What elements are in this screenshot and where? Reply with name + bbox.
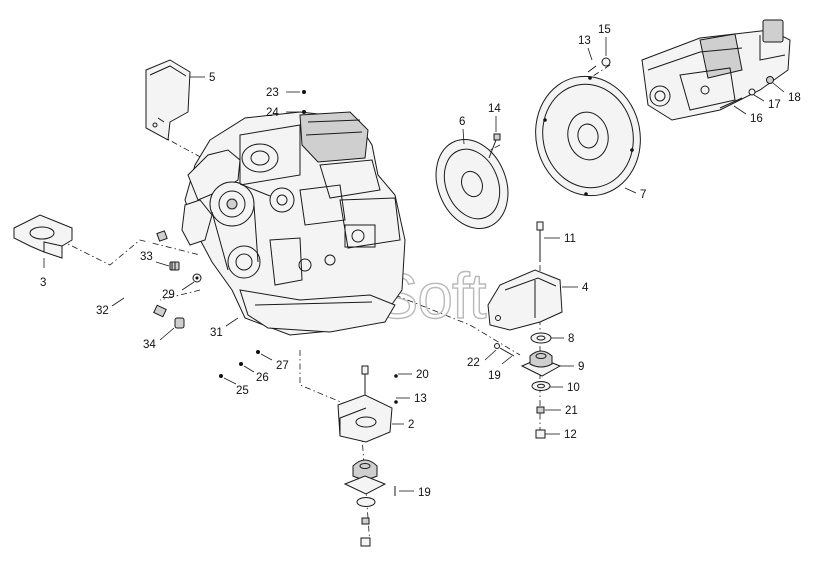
callout-label: 23 [266, 87, 279, 99]
part-bracket-bottom [337, 365, 393, 443]
callout-label: 34 [143, 339, 156, 351]
callout-label: 19 [418, 487, 431, 499]
part-bracket-right [487, 269, 563, 331]
callout-label: 27 [276, 360, 289, 372]
engine-assembly [181, 111, 406, 336]
callout-label: 33 [140, 251, 153, 263]
callout-label: 12 [564, 429, 577, 441]
callout-label: 16 [750, 113, 763, 125]
part-mount-9 [520, 350, 562, 377]
part-coupling-disc [435, 138, 509, 230]
part-bolts-pump [719, 76, 774, 109]
part-washer-8 [530, 332, 552, 344]
callout-label: 3 [40, 277, 46, 289]
callout-label: 18 [788, 92, 801, 104]
callout-label: 11 [564, 233, 576, 245]
callout-label: 13 [578, 35, 591, 47]
part-washer-10 [531, 381, 551, 391]
callout-label: 8 [568, 333, 574, 345]
part-bolt-13-top [587, 57, 611, 73]
part-nuts-right [535, 406, 546, 439]
callout-label: 4 [582, 282, 589, 294]
part-bolt-14 [488, 133, 501, 159]
callout-label: 25 [236, 385, 249, 397]
part-flywheel-housing [535, 75, 641, 197]
part-bolt-22 [494, 343, 515, 357]
callout-label: 2 [408, 419, 414, 431]
callout-label: 14 [488, 103, 501, 115]
callout-label: 21 [565, 405, 578, 417]
callout-label: 22 [467, 357, 480, 369]
callout-label: 15 [598, 24, 611, 36]
callout-label: 24 [266, 107, 279, 119]
part-bracket-left [13, 214, 73, 259]
callout-label: 17 [768, 99, 781, 111]
callout-label: 32 [96, 305, 109, 317]
callout-label: 20 [416, 369, 429, 381]
callout-label: 31 [210, 327, 223, 339]
part-hose [123, 230, 168, 318]
callout-label: 29 [162, 289, 175, 301]
part-small-fasteners [219, 90, 398, 496]
part-fittings [169, 261, 202, 329]
callout-label: 5 [209, 72, 215, 84]
callout-label: 6 [459, 116, 465, 128]
part-mount-bottom [343, 459, 387, 547]
callouts: 2 3 4 5 6 7 8 9 10 11 12 13 13 [40, 24, 801, 499]
callout-label: 26 [256, 372, 269, 384]
part-bracket-upper [145, 59, 191, 141]
part-bolt-11 [536, 221, 544, 262]
callout-label: 13 [414, 393, 427, 405]
callout-label: 9 [578, 361, 584, 373]
callout-label: 19 [488, 370, 501, 382]
callout-label: 7 [640, 189, 646, 201]
part-hydraulic-pump [641, 19, 791, 121]
callout-label: 10 [567, 382, 580, 394]
